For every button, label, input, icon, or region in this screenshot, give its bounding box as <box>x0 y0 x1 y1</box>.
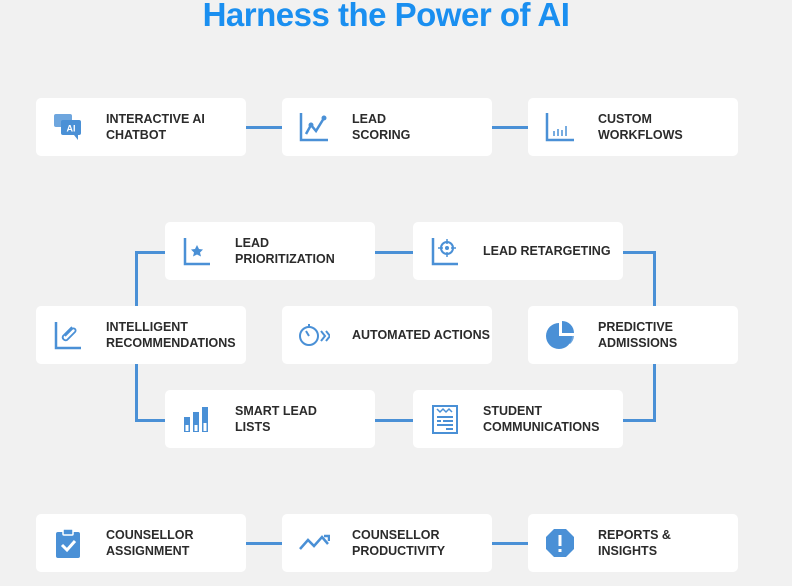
card-label-line: RECOMMENDATIONS <box>106 336 236 350</box>
connector <box>135 251 165 254</box>
page-title: Harness the Power of AI <box>202 0 570 33</box>
connector <box>135 419 165 422</box>
card-label: SMART LEAD LISTS <box>235 390 317 448</box>
bar-chart-icon <box>545 113 574 142</box>
card-label-line: INTERACTIVE AI <box>106 112 205 126</box>
card-student-communications: STUDENT COMMUNICATIONS <box>413 390 623 448</box>
card-label-line: LEAD <box>235 236 270 250</box>
card-lead-prioritization: LEAD PRIORITIZATION <box>165 222 375 280</box>
paperclip-chart-icon <box>54 322 81 350</box>
card-label-line: SMART LEAD <box>235 404 317 418</box>
connector <box>492 126 528 129</box>
card-label: LEAD SCORING <box>352 98 410 156</box>
pie-chart-icon <box>546 321 574 349</box>
card-label-line: ASSIGNMENT <box>106 544 190 558</box>
target-chart-icon <box>431 238 458 266</box>
card-label-line: COUNSELLOR <box>352 528 440 542</box>
card-lead-retargeting: LEAD RETARGETING <box>413 222 623 280</box>
stacked-bars-icon <box>184 407 208 432</box>
card-label: LEAD RETARGETING <box>483 222 611 280</box>
line-chart-icon <box>299 113 328 142</box>
card-custom-workflows: CUSTOM WORKFLOWS <box>528 98 738 156</box>
card-label: COUNSELLOR PRODUCTIVITY <box>352 514 445 572</box>
card-counsellor-productivity: COUNSELLOR PRODUCTIVITY <box>282 514 492 572</box>
card-label-line: INTELLIGENT <box>106 320 188 334</box>
card-label-line: WORKFLOWS <box>598 128 683 142</box>
card-label-line: LEAD <box>352 112 387 126</box>
card-label-line: PRODUCTIVITY <box>352 544 446 558</box>
card-label-line: AUTOMATED ACTIONS <box>352 328 490 342</box>
card-chatbot: AI INTERACTIVE AI CHATBOT <box>36 98 246 156</box>
card-label-line: INSIGHTS <box>598 544 658 558</box>
connector <box>246 542 282 545</box>
card-label-line: CHATBOT <box>106 128 167 142</box>
card-label-line: COMMUNICATIONS <box>483 420 600 434</box>
connector <box>653 364 656 422</box>
card-automated-actions: AUTOMATED ACTIONS <box>282 306 492 364</box>
connector <box>623 251 656 254</box>
card-label: PREDICTIVE ADMISSIONS <box>598 306 677 364</box>
chat-ai-icon: AI <box>54 114 81 140</box>
card-label-line: PREDICTIVE <box>598 320 674 334</box>
card-label-line: LISTS <box>235 420 271 434</box>
card-label: COUNSELLOR ASSIGNMENT <box>106 514 194 572</box>
card-label-line: SCORING <box>352 128 411 142</box>
timer-forward-icon <box>299 324 330 346</box>
connector <box>623 419 656 422</box>
connector <box>653 251 656 306</box>
card-label: INTERACTIVE AI CHATBOT <box>106 98 205 156</box>
card-label: INTELLIGENT RECOMMENDATIONS <box>106 306 236 364</box>
card-label: AUTOMATED ACTIONS <box>352 306 490 364</box>
card-intelligent-recommendations: INTELLIGENT RECOMMENDATIONS <box>36 306 246 364</box>
card-label-line: CUSTOM <box>598 112 652 126</box>
card-smart-lead-lists: SMART LEAD LISTS <box>165 390 375 448</box>
card-predictive-admissions: PREDICTIVE ADMISSIONS <box>528 306 738 364</box>
card-label-line: ADMISSIONS <box>598 336 678 350</box>
connector <box>246 126 282 129</box>
card-label: STUDENT COMMUNICATIONS <box>483 390 599 448</box>
card-reports-insights: REPORTS & INSIGHTS <box>528 514 738 572</box>
connector <box>375 251 413 254</box>
trend-icon <box>299 534 330 550</box>
connector <box>375 419 413 422</box>
card-label: LEAD PRIORITIZATION <box>235 222 335 280</box>
card-label-line: REPORTS & <box>598 528 671 542</box>
card-lead-scoring: LEAD SCORING <box>282 98 492 156</box>
connector <box>135 364 138 422</box>
document-list-icon <box>432 405 458 434</box>
card-label-line: PRIORITIZATION <box>235 252 335 266</box>
svg-text:AI: AI <box>67 124 76 134</box>
connector <box>492 542 528 545</box>
card-label-line: COUNSELLOR <box>106 528 194 542</box>
star-chart-icon <box>183 238 210 266</box>
card-label-line: STUDENT <box>483 404 543 418</box>
card-label: CUSTOM WORKFLOWS <box>598 98 683 156</box>
clipboard-check-icon <box>56 528 80 558</box>
card-label-line: LEAD RETARGETING <box>483 244 611 258</box>
alert-octagon-icon <box>546 529 574 557</box>
card-counsellor-assignment: COUNSELLOR ASSIGNMENT <box>36 514 246 572</box>
connector <box>135 251 138 306</box>
card-label: REPORTS & INSIGHTS <box>598 514 671 572</box>
